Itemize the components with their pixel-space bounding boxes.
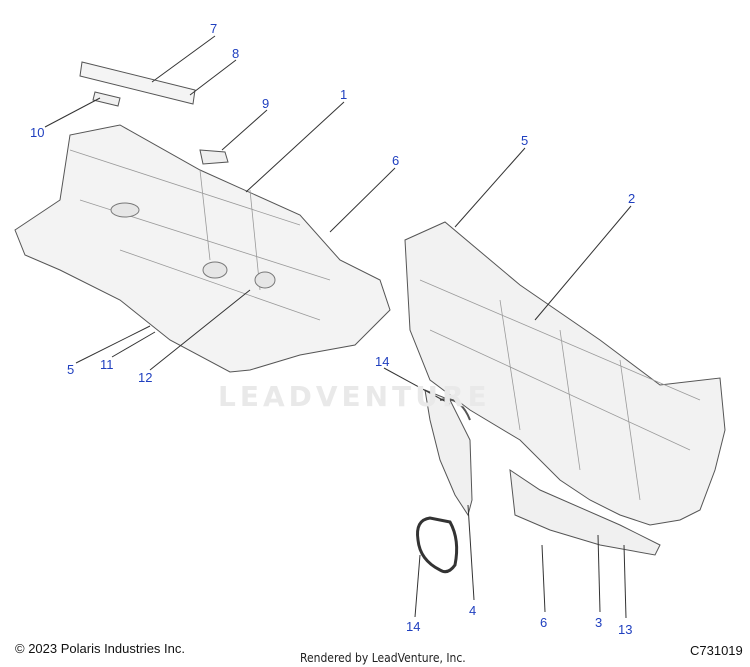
callout-11: 11 (100, 357, 114, 372)
leader-lines (44, 35, 632, 619)
part-4-side-panel (424, 389, 473, 517)
callout-14-lower: 14 (406, 619, 421, 634)
callout-10: 10 (30, 125, 45, 140)
callout-7: 7 (210, 21, 218, 36)
callout-1: 1 (340, 87, 348, 102)
part-10-plate (92, 91, 121, 107)
part-2-dash-panel (404, 221, 726, 526)
part-14-gasket (416, 516, 459, 574)
part-7-plate (79, 61, 196, 105)
callout-13: 13 (618, 622, 633, 637)
callout-6-lower: 6 (540, 615, 548, 630)
callout-4: 4 (469, 603, 477, 618)
callout-8: 8 (232, 46, 240, 61)
part-3-lower-panel (509, 468, 661, 556)
callout-9: 9 (262, 96, 270, 111)
watermark-text: LEADVENTURE (218, 380, 491, 413)
callout-12: 12 (138, 370, 153, 385)
copyright-notice: © 2023 Polaris Industries Inc. (15, 641, 185, 656)
callout-14-upper: 14 (375, 354, 390, 369)
part-12-firewall-left (14, 124, 391, 373)
drawing-id: C731019 (690, 643, 743, 658)
callout-3: 3 (595, 615, 603, 630)
part-9-bracket (199, 149, 229, 165)
callout-5-upper: 5 (521, 133, 529, 148)
callout-2: 2 (628, 191, 636, 206)
callout-6-upper: 6 (392, 153, 400, 168)
callout-5-lower: 5 (67, 362, 75, 377)
rendered-by-credit: Rendered by LeadVenture, Inc. (300, 651, 466, 665)
part-14-seal-upper (439, 398, 471, 421)
